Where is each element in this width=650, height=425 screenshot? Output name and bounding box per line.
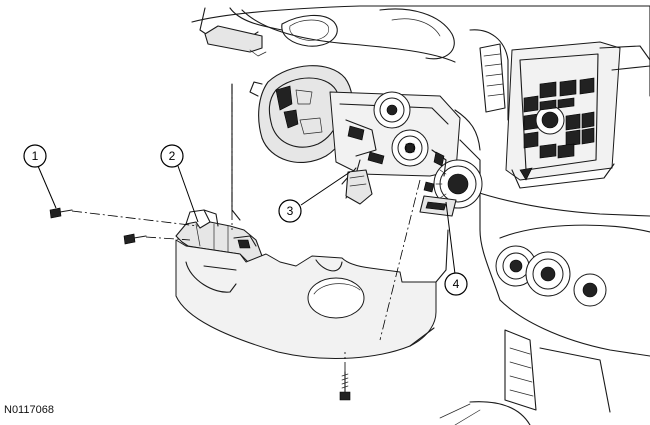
- callout-3-circle: [278, 199, 302, 223]
- callout-2-circle: [160, 144, 184, 168]
- steering-column: [249, 65, 483, 217]
- callout-2-leader: [177, 165, 199, 223]
- instrument-panel: [191, 5, 650, 425]
- callout-3-leader: [300, 171, 351, 206]
- callout-1-leader: [37, 165, 57, 209]
- callout-3-label: 3: [287, 204, 294, 218]
- callout-4-leader: [445, 201, 456, 275]
- callout-1-label: 1: [32, 149, 39, 163]
- callout-4-circle: [444, 272, 468, 296]
- figure-id-label: N0117068: [4, 404, 54, 416]
- alignment-lines: [71, 84, 421, 372]
- fasteners: [49, 207, 351, 401]
- callouts: 1 2 3 4: [23, 144, 468, 296]
- callout-2-label: 2: [169, 149, 176, 163]
- callout-4-label: 4: [453, 277, 460, 291]
- callout-1-circle: [23, 144, 47, 168]
